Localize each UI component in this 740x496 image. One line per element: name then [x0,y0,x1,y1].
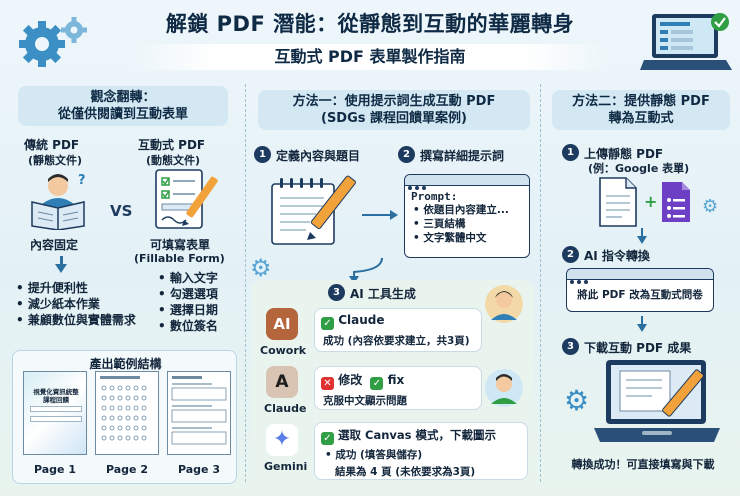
tool-result-card: ✕ 修改 ✓ fix 克服中文顯示問題 [314,366,482,410]
tool-name: Cowork [260,344,307,357]
tool-result-card: ✓ 選取 Canvas 模式，下載圖示 • 成功 (填答與儲存) 結果為 4 頁… [314,422,528,480]
gear-icon [18,14,88,82]
tool-name: Gemini [264,460,308,473]
google-forms-icon [660,180,692,228]
middle-panel-heading: 方法一：使用提示詞生成互動 PDF (SDGs 課程回饋單案例) [258,90,530,130]
right-step1-sub: (例：Google 表單) [588,162,690,175]
examples-panel: 產出範例結構 視覺化資訊統整 課程回饋 [12,350,237,484]
gemini-logo: ✦ [266,424,298,456]
avatar-icon [484,284,524,328]
example-page-2 [95,371,159,455]
left-panel: 觀念翻轉： 從僅供閱讀到互動表單 傳統 PDF (靜態文件) 互動式 PDF (… [8,86,238,344]
gear-icon: ⚙ [564,384,590,417]
command-text: 將此 PDF 改為互動式問卷 [577,289,703,301]
vs-label: VS [110,202,133,220]
svg-text:?: ? [78,173,86,188]
check-icon: ✓ [370,377,384,390]
column-divider [540,84,541,482]
right-step1-label: 上傳靜態 PDF [584,147,664,161]
gear-icon: ⚙ [250,254,272,282]
interactive-pdf-title: 互動式 PDF [138,138,206,152]
flow-arrow-right [362,206,398,225]
page-label: Page 1 [33,463,76,476]
step-number: 3 [328,284,345,301]
left-arrow-down [55,256,67,273]
page-label: Page 2 [105,463,148,476]
check-icon: ✓ [321,432,334,445]
page-label: Page 3 [177,463,220,476]
step3-label: AI 工具生成 [350,287,416,301]
column-divider [245,84,246,482]
example-page-3 [167,371,231,455]
page-title: 解鎖 PDF 潛能：從靜態到互動的華麗轉身 [165,12,575,36]
document-pen-icon [148,166,228,234]
cross-icon: ✕ [321,377,334,390]
fixed-content-label: 內容固定 [30,238,79,252]
laptop-icon [592,358,722,454]
fillable-form-label: 可填寫表單 [150,238,211,252]
step-number: 2 [398,146,415,163]
prompt-title: Prompt: [411,190,458,203]
interactive-pdf-subtitle: (動態文件) [146,154,201,167]
example-page-1: 視覺化資訊統整 課程回饋 [23,371,87,455]
step-number: 2 [562,246,579,263]
flow-arrow-down [636,228,648,248]
traditional-pdf-title: 傳統 PDF [24,138,80,152]
fillable-form-english: (Fillable Form) [134,252,225,265]
step1-label: 定義內容與題目 [276,149,361,163]
avatar-icon [484,368,524,412]
pdf-document-icon [596,176,640,232]
right-step2-label: AI 指令轉換 [584,249,650,263]
step-number: 1 [254,146,271,163]
right-step3-label: 下載互動 PDF 成果 [584,341,692,355]
prompt-items: 依題目內容建立... 三頁結構 文字繁體中文 [413,203,529,245]
left-panel-heading: 觀念翻轉： 從僅供閱讀到互動表單 [18,86,228,126]
step-number: 3 [562,338,579,355]
plus-icon: + [644,192,658,211]
command-window: 將此 PDF 改為互動式問卷 [566,268,714,312]
page-subtitle: 互動式 PDF 表單製作指南 [130,44,610,70]
laptop-icon [640,10,735,84]
book-reader-icon: ? [28,170,94,234]
check-icon: ✓ [321,317,334,330]
traditional-pdf-subtitle: (靜態文件) [28,154,83,167]
claude-logo: A [266,366,298,398]
pencil-icon [266,170,358,254]
gear-icon: ⚙ [702,196,719,217]
ai-tools-panel: 3 AI 工具生成 AI Cowork ✓ Claude 成功 (內容依要求建立… [252,280,534,486]
benefit-list: 提升便利性 減少紙本作業 兼顧數位與實體需求 [16,280,136,328]
tool-name: Claude [264,402,307,415]
examples-title: 產出範例結構 [89,357,162,371]
feature-list: 輸入文字 勾選選項 選擇日期 數位簽名 [158,270,218,334]
claude-cowork-logo: AI [266,308,298,340]
right-panel-heading: 方法二：提供靜態 PDF 轉為互動式 [552,90,730,130]
step-number: 1 [562,144,579,161]
tool-result-card: ✓ Claude 成功 (內容依要求建立，共3頁) [314,308,482,352]
step2-label: 撰寫詳細提示詞 [420,149,505,163]
flow-arrow-down [636,316,648,336]
prompt-window: Prompt: 依題目內容建立... 三頁結構 文字繁體中文 [404,174,530,258]
conversion-success-text: 轉換成功！可直接填寫與下載 [571,458,715,471]
